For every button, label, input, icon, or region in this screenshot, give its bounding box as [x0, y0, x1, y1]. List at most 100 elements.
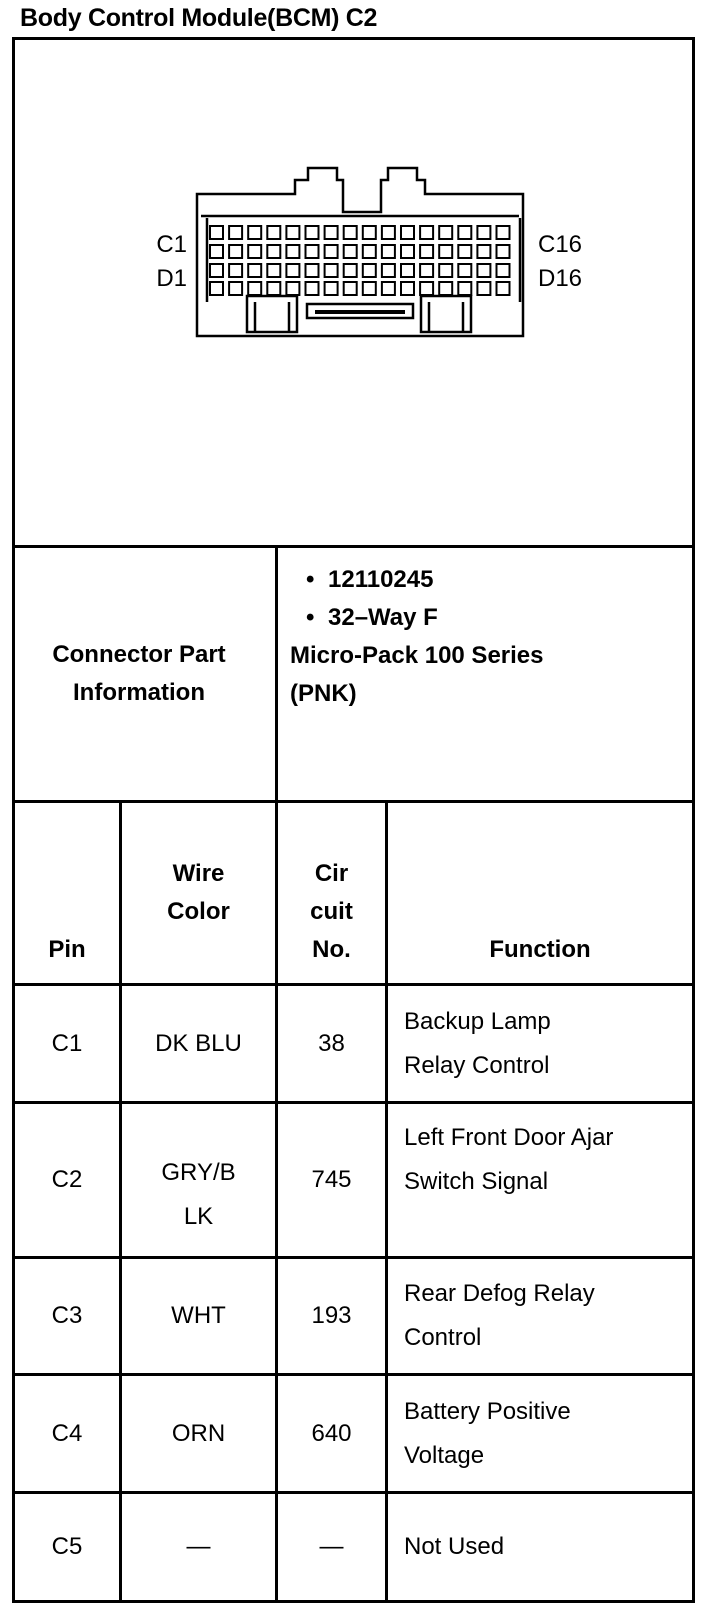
pin-cavity	[419, 225, 435, 240]
connector-table-frame: C1 D1 C16 D16 Connector Part Information…	[12, 37, 695, 1603]
cell-pin: C4	[51, 1419, 83, 1447]
pin-cavity	[380, 244, 396, 259]
function-line: Rear Defog Relay	[404, 1280, 595, 1307]
pin-cavity	[228, 225, 244, 240]
divider	[119, 800, 122, 1603]
function-line: Relay Control	[404, 1051, 550, 1079]
header-text: Color	[167, 898, 230, 925]
pin-cavity	[342, 244, 358, 259]
connector-housing	[195, 166, 525, 338]
bullet-icon: •	[306, 604, 315, 631]
part-number: 12110245	[328, 566, 434, 593]
pin-cavity	[380, 281, 396, 296]
pin-cavity	[323, 281, 339, 296]
pin-cavity	[304, 263, 320, 278]
cell-function: Backup Lamp Relay Control	[388, 986, 692, 1101]
header-function: Function	[388, 803, 692, 983]
pin-cavity	[304, 225, 320, 240]
pin-cavity	[438, 244, 454, 259]
pin-cavity	[438, 263, 454, 278]
label-line: Information	[73, 679, 205, 706]
pin-cavity	[285, 263, 301, 278]
pin-cavity	[457, 225, 473, 240]
pin-cavity	[209, 244, 224, 259]
pin-cavity	[495, 225, 511, 240]
cell-wire-color: DK BLU	[155, 1029, 242, 1057]
cell-circuit: —	[319, 1533, 344, 1560]
pin-cavity	[361, 244, 377, 259]
cell-wire-color: —	[186, 1533, 211, 1560]
divider	[385, 800, 388, 1603]
center-slot	[305, 302, 415, 320]
pin-cavity	[304, 244, 320, 259]
connector-color: (PNK)	[290, 680, 357, 707]
cell-circuit: 640	[311, 1419, 352, 1447]
connector-series: Micro-Pack 100 Series	[290, 642, 544, 669]
pin-cavity	[457, 281, 473, 296]
pin-cavity	[380, 225, 396, 240]
pin-cavity	[342, 281, 358, 296]
pin-cavity	[419, 244, 435, 259]
pin-cavity	[228, 263, 244, 278]
cell-wire-color: GRY/B LK	[122, 1104, 275, 1256]
function-line: Backup Lamp	[404, 1007, 551, 1035]
pin-cavity	[476, 225, 492, 240]
connector-diagram: C1 D1 C16 D16	[156, 166, 582, 338]
cell-circuit: 193	[311, 1302, 352, 1329]
pin-cavity	[400, 263, 415, 278]
pin-cavity	[247, 225, 263, 240]
function-line: Left Front Door Ajar	[404, 1124, 614, 1151]
cell-circuit: 745	[311, 1166, 352, 1193]
header-text: No.	[312, 936, 351, 963]
pin-cavity	[304, 281, 320, 296]
pin-cavity	[495, 281, 511, 296]
part-number-row: • 12110245	[290, 561, 690, 599]
pin-cavity	[476, 281, 492, 296]
pin-cavity	[285, 281, 301, 296]
pin-cavity	[419, 281, 435, 296]
pin-cavity	[247, 263, 263, 278]
cell-function: Rear Defog Relay Control	[388, 1259, 692, 1373]
cell-wire-color: WHT	[171, 1302, 226, 1329]
pin-cavity	[361, 281, 377, 296]
header-text: Wire	[172, 860, 225, 887]
page-title: Body Control Module(BCM) C2	[20, 4, 378, 32]
pin-cavity	[209, 225, 224, 240]
pin-cavity	[228, 281, 244, 296]
pin-cavity	[400, 281, 415, 296]
pin-cavity	[247, 244, 263, 259]
header-text: Cir	[314, 860, 349, 887]
pin-label-d1: D1	[156, 265, 187, 292]
wire-color-line: LK	[183, 1203, 214, 1230]
pin-cavity	[209, 281, 224, 296]
pin-cavity	[361, 225, 377, 240]
pin-cavity	[457, 263, 473, 278]
cell-pin: C2	[51, 1166, 83, 1193]
pin-cavity	[285, 225, 301, 240]
wire-color-line: GRY/B	[161, 1159, 236, 1186]
divider	[275, 800, 278, 1603]
pin-cavity	[228, 244, 244, 259]
label-line: Connector Part	[52, 641, 226, 668]
pin-cavity	[438, 281, 454, 296]
cell-pin: C1	[51, 1029, 83, 1057]
connector-part-info-values: • 12110245 • 32–Way F Micro-Pack 100 Ser…	[290, 561, 690, 713]
pin-label-c16: C16	[538, 231, 582, 258]
connector-part-info-label: Connector Part Information	[15, 548, 263, 800]
cell-function: Left Front Door Ajar Switch Signal	[388, 1104, 692, 1256]
pin-cavity	[419, 263, 435, 278]
pin-cavity	[476, 263, 492, 278]
divider	[15, 1256, 692, 1259]
cell-pin: C5	[51, 1533, 83, 1560]
function-line: Battery Positive	[404, 1397, 571, 1425]
pin-cavity	[323, 225, 339, 240]
header-function-text: Function	[489, 936, 591, 963]
pin-cavity	[266, 263, 282, 278]
bullet-icon: •	[306, 566, 315, 593]
divider	[15, 800, 692, 803]
cell-pin: C3	[51, 1302, 83, 1329]
pin-cavity	[323, 263, 339, 278]
divider	[15, 545, 692, 548]
divider	[15, 983, 692, 986]
cell-function: Battery Positive Voltage	[388, 1376, 692, 1491]
